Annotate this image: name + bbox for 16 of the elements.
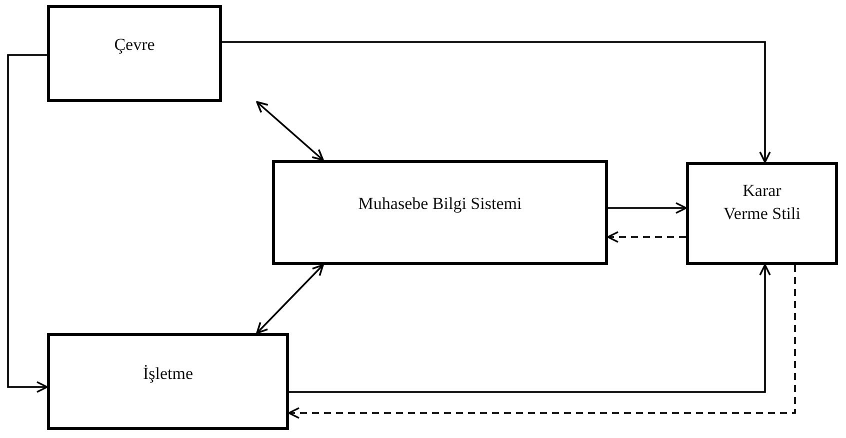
- arrow: [608, 202, 687, 214]
- box-label: Çevre: [114, 34, 155, 56]
- arrow: [256, 264, 324, 334]
- process-box: [47, 5, 222, 102]
- process-box: [686, 162, 838, 265]
- arrow: [222, 41, 771, 163]
- arrow: [607, 231, 686, 243]
- process-box: [272, 160, 608, 265]
- box-label: İşletme: [142, 363, 194, 386]
- arrow: [256, 101, 324, 161]
- process-box: [47, 333, 289, 430]
- box-label: Karar Verme Stili: [722, 180, 802, 224]
- arrow: [289, 264, 771, 393]
- arrow: [288, 265, 796, 419]
- arrow: [7, 54, 48, 393]
- box-label: Muhasebe Bilgi Sistemi: [358, 193, 522, 216]
